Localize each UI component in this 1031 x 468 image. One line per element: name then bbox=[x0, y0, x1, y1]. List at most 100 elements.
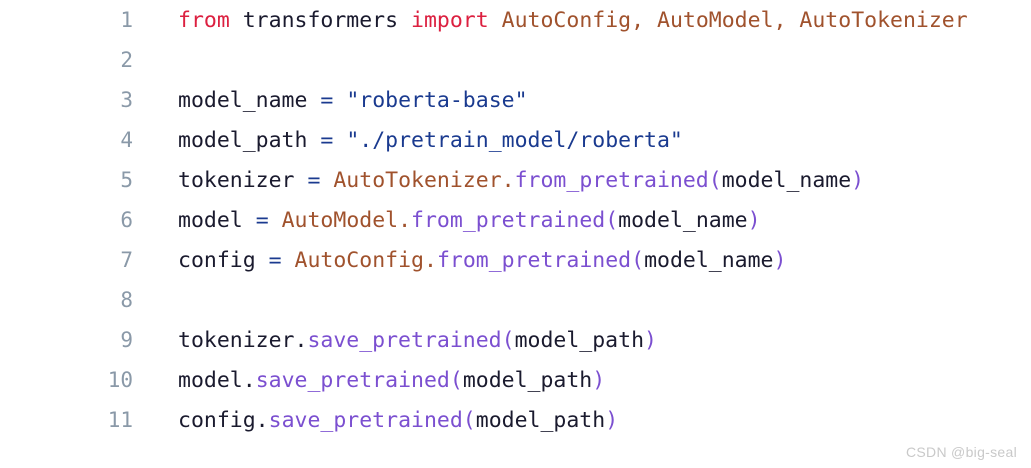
code-token-keyword: from bbox=[178, 8, 230, 33]
code-token-plain: . bbox=[255, 408, 269, 433]
line-content[interactable]: tokenizer.save_pretrained(model_path) bbox=[133, 321, 657, 361]
code-token-class: AutoTokenizer bbox=[333, 168, 502, 193]
line-content[interactable]: model = AutoModel.from_pretrained(model_… bbox=[133, 201, 761, 241]
code-token-class: . bbox=[423, 248, 437, 273]
line-number: 10 bbox=[107, 368, 133, 392]
code-token-punct: ) bbox=[605, 408, 619, 433]
line-content[interactable]: config.save_pretrained(model_path) bbox=[133, 401, 618, 441]
line-number: 2 bbox=[120, 48, 133, 72]
code-token-plain bbox=[644, 8, 657, 33]
code-token-plain bbox=[243, 208, 256, 233]
code-token-operator: = bbox=[268, 248, 282, 273]
watermark: CSDN @big-seal bbox=[906, 444, 1017, 460]
line-content[interactable]: model_path = "./pretrain_model/roberta" bbox=[133, 121, 683, 161]
code-token-method: save_pretrained bbox=[268, 408, 463, 433]
code-token-operator: = bbox=[307, 168, 321, 193]
code-token-method: from_pretrained bbox=[514, 168, 709, 193]
code-token-method: from_pretrained bbox=[411, 208, 606, 233]
code-token-plain bbox=[489, 8, 502, 33]
code-token-plain: model_name bbox=[618, 208, 748, 233]
line-content[interactable]: tokenizer = AutoTokenizer.from_pretraine… bbox=[133, 161, 864, 201]
code-token-method: save_pretrained bbox=[255, 368, 450, 393]
line-number: 4 bbox=[120, 128, 133, 152]
code-token-punct: ) bbox=[773, 248, 787, 273]
line-number: 9 bbox=[120, 328, 133, 352]
line-number: 5 bbox=[120, 168, 133, 192]
line-content[interactable]: config = AutoConfig.from_pretrained(mode… bbox=[133, 241, 786, 281]
code-token-plain bbox=[282, 248, 295, 273]
line-number: 3 bbox=[120, 88, 133, 112]
code-token-class: . bbox=[501, 168, 515, 193]
code-token-plain: model bbox=[178, 368, 243, 393]
code-token-plain: tokenizer bbox=[178, 328, 295, 353]
code-token-punct: ) bbox=[644, 328, 657, 353]
code-token-comma: , bbox=[773, 8, 787, 33]
code-token-plain bbox=[307, 128, 320, 153]
code-token-plain bbox=[333, 88, 346, 113]
code-token-class: AutoModel bbox=[281, 208, 399, 233]
code-token-plain: . bbox=[294, 328, 308, 353]
code-token-keyword: import bbox=[411, 8, 489, 33]
code-token-plain: model_name bbox=[721, 168, 852, 193]
code-token-plain: model_path bbox=[475, 408, 606, 433]
code-token-punct: ( bbox=[605, 208, 619, 233]
code-token-string: "./pretrain_model/roberta" bbox=[346, 128, 683, 153]
code-token-plain bbox=[333, 128, 346, 153]
code-token-plain: config bbox=[178, 408, 256, 433]
code-token-class: . bbox=[398, 208, 412, 233]
code-token-plain: model_name bbox=[178, 88, 308, 113]
code-token-plain bbox=[230, 8, 243, 33]
line-content[interactable]: model_name = "roberta-base" bbox=[133, 81, 528, 121]
code-token-punct: ( bbox=[501, 328, 515, 353]
code-token-method: save_pretrained bbox=[307, 328, 502, 353]
code-token-plain bbox=[256, 248, 269, 273]
code-token-class: AutoConfig bbox=[501, 8, 632, 33]
code-token-punct: ( bbox=[708, 168, 722, 193]
code-token-punct: ) bbox=[747, 208, 761, 233]
code-token-plain bbox=[295, 168, 308, 193]
code-token-plain bbox=[786, 8, 799, 33]
line-content[interactable]: model.save_pretrained(model_path) bbox=[133, 361, 605, 401]
code-token-punct: ) bbox=[851, 168, 865, 193]
line-content[interactable]: from transformers import AutoConfig, Aut… bbox=[133, 1, 968, 41]
code-token-method: from_pretrained bbox=[436, 248, 632, 273]
code-token-punct: ( bbox=[631, 248, 645, 273]
code-token-operator: = bbox=[320, 128, 334, 153]
code-token-comma: , bbox=[631, 8, 645, 33]
code-token-punct: ( bbox=[462, 408, 476, 433]
code-token-plain: tokenizer bbox=[178, 168, 295, 193]
code-token-class: AutoConfig bbox=[294, 248, 424, 273]
line-number: 8 bbox=[120, 288, 133, 312]
code-token-operator: = bbox=[320, 88, 334, 113]
code-token-plain: model bbox=[178, 208, 243, 233]
code-token-plain: transformers bbox=[242, 8, 399, 33]
code-token-class: AutoTokenizer bbox=[799, 8, 968, 33]
code-token-operator: = bbox=[255, 208, 269, 233]
line-number: 11 bbox=[107, 408, 133, 432]
code-line[interactable]: 2 bbox=[0, 40, 1031, 80]
code-token-class: AutoModel bbox=[657, 8, 774, 33]
code-token-plain: . bbox=[242, 368, 256, 393]
code-token-plain bbox=[307, 88, 320, 113]
code-token-plain bbox=[320, 168, 333, 193]
code-token-plain: model_name bbox=[644, 248, 774, 273]
code-token-plain bbox=[269, 208, 282, 233]
code-token-plain: model_path bbox=[178, 128, 308, 153]
code-token-plain: config bbox=[178, 248, 256, 273]
code-token-string: "roberta-base" bbox=[346, 88, 528, 113]
code-token-punct: ) bbox=[592, 368, 606, 393]
code-token-punct: ( bbox=[449, 368, 463, 393]
code-line[interactable]: 8 bbox=[0, 280, 1031, 320]
line-number: 7 bbox=[120, 248, 133, 272]
line-number: 1 bbox=[120, 8, 133, 32]
